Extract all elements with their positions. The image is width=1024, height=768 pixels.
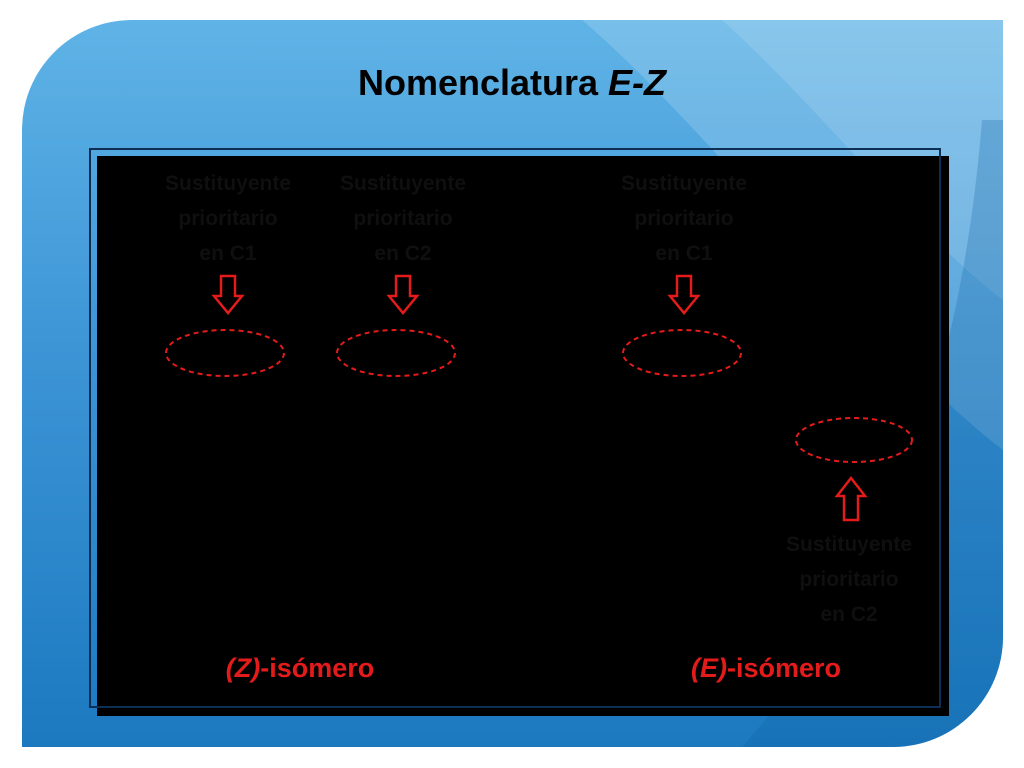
dashed-ellipse-highlight [165,329,285,377]
e-isomer-molecule: C C [622,329,913,463]
title-italic: E-Z [608,62,667,103]
label-position: en C2 [820,603,878,626]
label-line-1: Sustituyente [339,172,467,195]
label-e-c2: Sustituyente prioritario en C2 [764,527,934,632]
label-position: en C2 [374,242,432,265]
carbon-atom-c2: C [339,387,351,407]
hollow-down-arrow-icon [386,274,420,315]
dashed-ellipse-highlight [622,329,742,377]
page-title: Nomenclatura E-Z [0,62,1024,104]
label-line-1: Sustituyente [620,172,748,195]
z-isomer-label: (Z)-isómero [190,653,410,684]
panel-shadow [97,156,949,716]
label-position: en C1 [655,242,713,265]
z-isomer-marker: (Z) [225,653,261,683]
label-position: en C1 [199,242,257,265]
label-line-2: prioritario [799,568,899,591]
z-isomer-molecule: C C [165,329,456,439]
dashed-ellipse-highlight [336,329,456,377]
z-isomer-suffix: -isómero [260,653,375,683]
carbon-atom-c1: C [738,387,750,407]
hollow-down-arrow-icon [667,274,701,315]
label-e-c1: Sustituyente prioritario en C1 [599,166,769,271]
label-line-2: prioritario [178,207,278,230]
label-line-2: prioritario [353,207,453,230]
e-isomer-suffix: -isómero [726,653,842,683]
label-z-c2: Sustituyente prioritario en C2 [318,166,488,271]
hollow-up-arrow-icon [834,475,868,522]
diagram-panel [89,148,941,708]
label-z-c1: Sustituyente prioritario en C1 [143,166,313,271]
dashed-ellipse-highlight [795,417,913,463]
label-line-1: Sustituyente [164,172,292,195]
title-prefix: Nomenclatura [357,62,609,103]
e-isomer-marker: (E) [690,653,727,683]
label-line-2: prioritario [634,207,734,230]
e-isomer-label: (E)-isómero [656,653,876,684]
carbon-atom-c1: C [280,387,292,407]
hollow-down-arrow-icon [211,274,245,315]
carbon-atom-c2: C [797,387,809,407]
label-line-1: Sustituyente [785,533,913,556]
